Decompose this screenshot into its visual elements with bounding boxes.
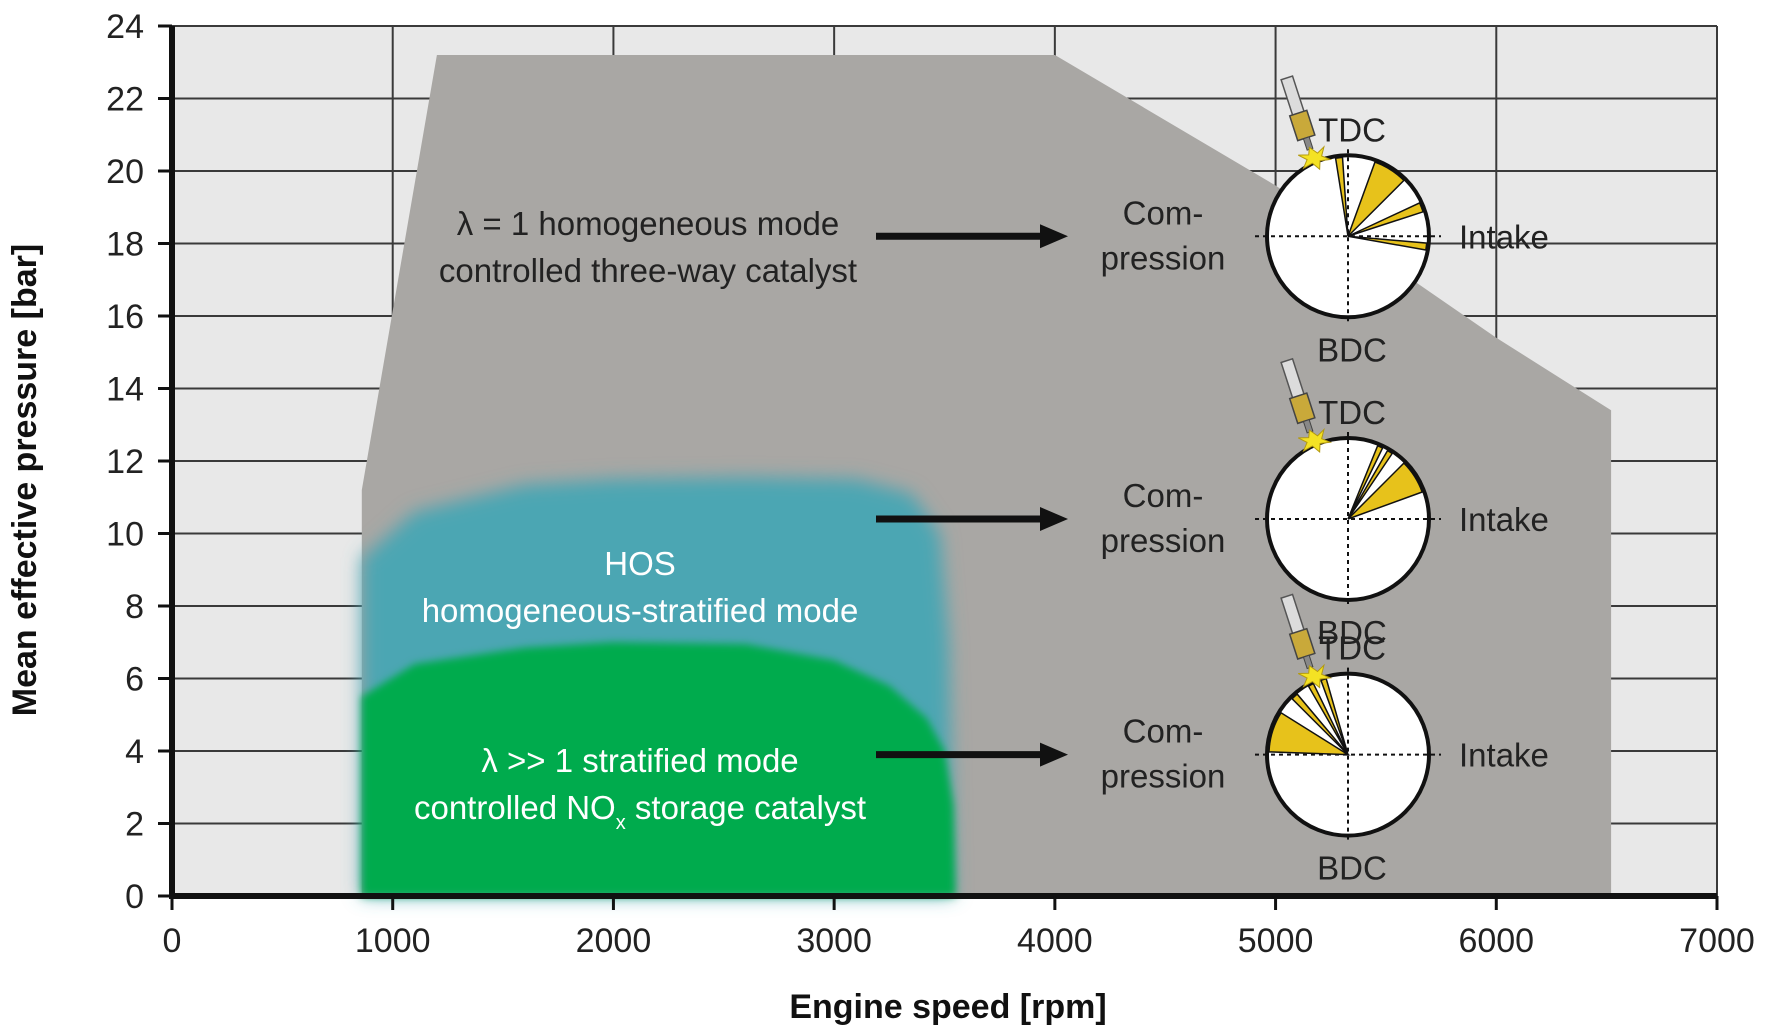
stratified-label-line1: λ >> 1 stratified mode [481, 742, 798, 779]
spark-icon [1298, 145, 1333, 171]
y-tick-label: 14 [106, 371, 144, 409]
y-tick-label: 20 [106, 153, 144, 191]
x-tick-label: 5000 [1238, 922, 1314, 960]
stratified-label-subscript: x [616, 812, 626, 834]
injection-wedge [1347, 161, 1405, 237]
injection-wedge [1334, 156, 1349, 237]
injection-wedge [1347, 449, 1394, 520]
x-tick-label: 6000 [1458, 922, 1534, 960]
tdc-label: TDC [1318, 111, 1386, 148]
x-tick-label: 0 [163, 922, 182, 960]
annotation-homogeneous: λ = 1 homogeneous mode controlled three-… [439, 205, 857, 289]
intake-label: Intake [1459, 737, 1549, 774]
injection-wedge [1347, 462, 1424, 520]
y-tick-label: 10 [106, 516, 144, 554]
compression-label-line1: Com- [1123, 477, 1204, 514]
injection-diagram-hos: TDC BDC Intake Com-pression [1101, 357, 1549, 651]
injection-wedge [1347, 201, 1425, 237]
x-tick-label: 4000 [1017, 922, 1093, 960]
intake-label: Intake [1459, 218, 1549, 255]
bdc-label: BDC [1317, 331, 1387, 368]
mode-arrow [876, 507, 1068, 531]
y-tick-label: 12 [106, 443, 144, 481]
annotation-hos: HOS homogeneous-stratified mode [422, 545, 859, 629]
y-tick-label: 2 [125, 806, 144, 844]
compression-label-line1: Com- [1123, 713, 1204, 750]
tdc-label: TDC [1318, 394, 1386, 431]
spark-icon [1298, 663, 1333, 689]
injection-diagram-homogeneous: TDC BDC Intake Com-pression [1101, 75, 1549, 368]
y-tick-label: 16 [106, 298, 144, 336]
x-axis-title: Engine speed [rpm] [789, 988, 1106, 1026]
compression-label-line2: pression [1101, 758, 1226, 795]
bdc-label: BDC [1317, 614, 1387, 651]
injection-wedge [1291, 693, 1349, 756]
y-tick-label: 22 [106, 81, 144, 119]
compression-label-line2: pression [1101, 239, 1226, 276]
x-tick-label: 3000 [796, 922, 872, 960]
compression-label-line2: pression [1101, 522, 1226, 559]
spark-icon [1298, 427, 1333, 454]
spark-plug-icon [1280, 357, 1333, 454]
spark-plug-icon [1280, 75, 1333, 171]
hos-label-line1: HOS [604, 545, 676, 582]
x-tick-label: 7000 [1679, 922, 1755, 960]
injection-wedge [1268, 711, 1351, 756]
annotation-stratified: λ >> 1 stratified mode controlled NOx st… [414, 742, 866, 834]
stratified-label-main: controlled NO [414, 789, 616, 826]
injection-wedge [1347, 235, 1428, 251]
spark-plug-icon [1280, 593, 1333, 689]
homogeneous-label-line2: controlled three-way catalyst [439, 252, 857, 289]
x-tick-labels: 0 1000 2000 3000 4000 5000 6000 7000 [163, 896, 1755, 960]
y-tick-label: 8 [125, 588, 144, 626]
tdc-label: TDC [1318, 630, 1386, 667]
stratified-label-tail: storage catalyst [626, 789, 866, 826]
y-axis-title: Mean effective pressure [bar] [6, 244, 44, 716]
intake-label: Intake [1459, 501, 1549, 538]
x-tick-label: 2000 [576, 922, 652, 960]
y-tick-label: 24 [106, 8, 144, 46]
y-tick-label: 0 [125, 878, 144, 916]
arrows [876, 224, 1068, 767]
y-tick-label: 4 [125, 733, 144, 771]
homogeneous-label-line1: λ = 1 homogeneous mode [457, 205, 840, 242]
stratified-label-line2: controlled NOx storage catalyst [414, 789, 866, 834]
mode-arrow [876, 742, 1068, 767]
injection-diagrams: TDCBDCIntakeCom-pressionTDCBDCIntakeCom-… [1101, 75, 1549, 887]
compression-label-line1: Com- [1123, 194, 1204, 231]
x-axis: 0 1000 2000 3000 4000 5000 6000 7000 [163, 893, 1755, 960]
y-tick-label: 6 [125, 661, 144, 699]
hos-label-line2: homogeneous-stratified mode [422, 592, 859, 629]
injection-wedge [1307, 682, 1349, 755]
mode-arrow [876, 224, 1068, 249]
y-tick-label: 18 [106, 226, 144, 264]
bdc-label: BDC [1317, 850, 1387, 887]
region-stratified [361, 642, 956, 896]
injection-wedge [1347, 444, 1384, 520]
x-tick-label: 1000 [355, 922, 431, 960]
